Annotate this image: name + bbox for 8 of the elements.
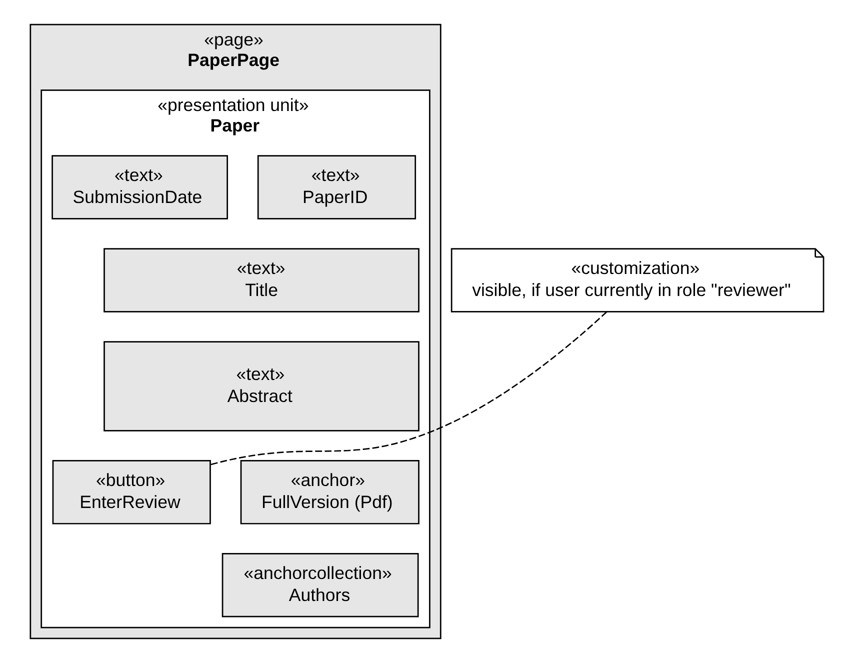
node-box: «text» Abstract [103,341,419,432]
node-box: «anchor» FullVersion (Pdf) [240,460,419,524]
node-box: «text» SubmissionDate [51,155,228,220]
node-box: «anchorcollection» Authors [221,553,418,618]
connector [210,311,607,466]
node-box: «text» PaperID [256,155,416,220]
node-box: «button» EnterReview [52,460,210,524]
node-box: «text» Title [103,248,419,312]
